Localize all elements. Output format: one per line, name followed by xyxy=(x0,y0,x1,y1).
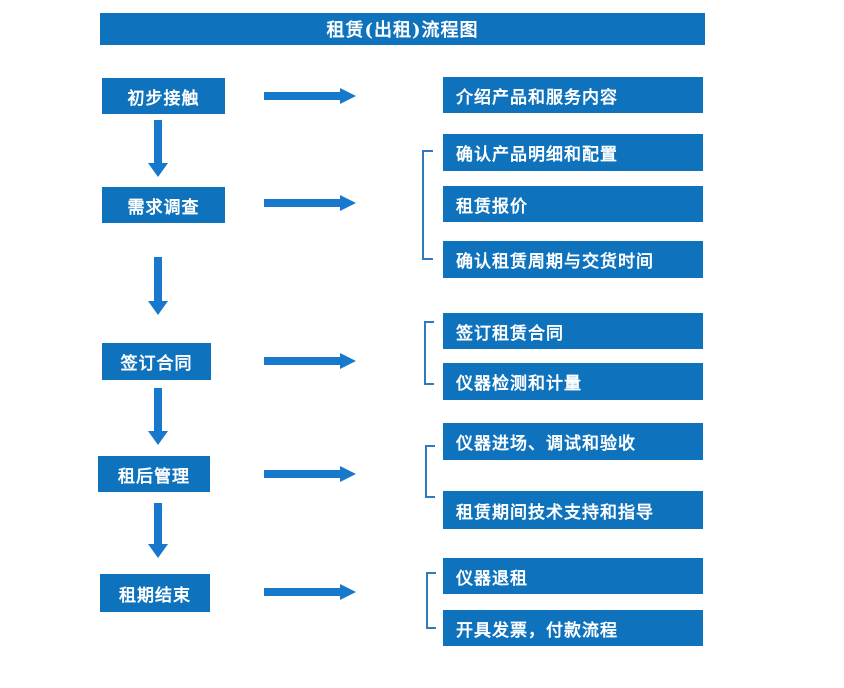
detail-box-instrument-return: 仪器退租 xyxy=(443,558,703,594)
down-arrow-2 xyxy=(148,257,168,315)
arrow-head xyxy=(340,466,356,482)
arrow-stem xyxy=(264,588,340,596)
diagram-title: 租赁(出租)流程图 xyxy=(100,13,705,45)
step-box-sign-contract: 签订合同 xyxy=(102,343,211,380)
group-bracket-demand-survey xyxy=(422,150,433,260)
arrow-head xyxy=(340,195,356,211)
step-box-demand-survey: 需求调查 xyxy=(102,187,225,223)
detail-box-instrument-setup-acceptance: 仪器进场、调试和验收 xyxy=(443,423,703,460)
group-bracket-rent-end xyxy=(426,572,436,629)
arrow-stem xyxy=(264,357,340,365)
arrow-head xyxy=(340,353,356,369)
detail-box-technical-support: 租赁期间技术支持和指导 xyxy=(443,491,703,529)
down-arrow-1 xyxy=(148,120,168,177)
arrow-stem xyxy=(154,388,162,432)
arrow-stem xyxy=(264,199,340,207)
down-arrow-3 xyxy=(148,388,168,445)
group-bracket-sign-contract xyxy=(424,321,434,385)
group-bracket-post-rent xyxy=(425,445,435,498)
detail-box-confirm-product-details: 确认产品明细和配置 xyxy=(443,134,703,171)
arrow-stem xyxy=(264,92,340,100)
arrow-head xyxy=(148,163,168,177)
step-box-rent-end: 租期结束 xyxy=(100,574,210,612)
arrow-stem xyxy=(154,257,162,302)
right-arrow-2 xyxy=(264,195,356,211)
detail-box-sign-rental-contract: 签订租赁合同 xyxy=(443,313,703,349)
arrow-stem xyxy=(154,503,162,545)
arrow-stem xyxy=(264,470,340,478)
step-box-initial-contact: 初步接触 xyxy=(102,78,225,114)
arrow-head xyxy=(148,431,168,445)
right-arrow-5 xyxy=(264,584,356,600)
detail-box-instrument-testing: 仪器检测和计量 xyxy=(443,363,703,400)
detail-box-confirm-period-delivery: 确认租赁周期与交货时间 xyxy=(443,241,703,278)
down-arrow-4 xyxy=(148,503,168,558)
right-arrow-3 xyxy=(264,353,356,369)
step-box-post-rent-management: 租后管理 xyxy=(98,456,210,492)
arrow-head xyxy=(148,544,168,558)
arrow-head xyxy=(148,301,168,315)
detail-box-rental-quotation: 租赁报价 xyxy=(443,186,703,222)
arrow-head xyxy=(340,88,356,104)
right-arrow-4 xyxy=(264,466,356,482)
detail-box-introduce-products: 介绍产品和服务内容 xyxy=(443,77,703,113)
arrow-head xyxy=(340,584,356,600)
arrow-stem xyxy=(154,120,162,164)
detail-box-invoice-payment: 开具发票，付款流程 xyxy=(443,610,703,646)
right-arrow-1 xyxy=(264,88,356,104)
